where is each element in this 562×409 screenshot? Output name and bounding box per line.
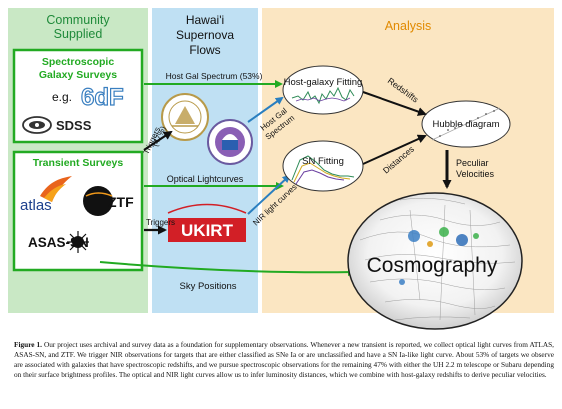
ztf-logo-text: ZTF: [108, 194, 134, 210]
6df-logo: 6dF: [80, 83, 124, 111]
subaru-telescope-logo: [207, 119, 253, 165]
community-title-line2: Supplied: [54, 27, 103, 41]
sky-positions-label: Sky Positions: [179, 281, 236, 292]
triggers-47-arrow: [143, 130, 173, 151]
distances-arrow: [362, 134, 427, 165]
asassn-logo: ASAS-SN: [28, 231, 89, 253]
hubble-label: Hubble diagram: [432, 119, 499, 130]
6df-logo-text: 6dF: [81, 84, 124, 111]
spectroscopic-title-line1: Spectroscopic: [42, 56, 115, 68]
caption-label: Figure 1.: [14, 340, 42, 349]
host-spectrum-curve: [291, 86, 355, 105]
hawaii-title-line3: Flows: [189, 43, 220, 57]
eg-label: e.g.: [52, 90, 72, 104]
peculiar-velocities-line2: Velocities: [456, 169, 495, 179]
optical-lightcurves-label: Optical Lightcurves: [167, 174, 244, 184]
sn-fitting-label: SN Fitting: [302, 156, 344, 167]
atlas-logo-text: atlas: [20, 197, 52, 214]
caption-text: Our project uses archival and survey dat…: [14, 340, 554, 379]
redshifts-arrow: [362, 91, 427, 116]
atlas-logo: atlas: [20, 176, 72, 214]
figure-caption: Figure 1. Our project uses archival and …: [14, 340, 554, 380]
ztf-logo: ZTF: [83, 186, 134, 216]
hubble-diagram-node: Hubble diagram: [421, 100, 511, 148]
cosmography-label: Cosmography: [367, 254, 498, 277]
sdss-logo: SDSS: [22, 116, 92, 134]
transient-title: Transient Surveys: [33, 157, 124, 169]
analysis-title: Analysis: [385, 19, 432, 33]
ukirt-logo-text: UKIRT: [181, 221, 234, 240]
sky-positions-arrow: [99, 261, 356, 277]
cosmography-node: Cosmography: [347, 192, 523, 330]
triggers-label: Triggers: [146, 218, 175, 227]
uh-seal-logo: [161, 93, 209, 141]
nir-light-curves-arrow: [247, 174, 291, 215]
host-galaxy-fitting-node: Host-galaxy Fitting: [282, 65, 364, 115]
hawaii-title-line1: Hawai'i: [186, 13, 224, 27]
structure-points: [399, 227, 479, 285]
host-gal-spectrum-53-label: Host Gal Spectrum (53%): [166, 71, 263, 81]
sn-fitting-node: SN Fitting: [282, 140, 364, 192]
hawaii-title-line2: Supernova: [176, 28, 234, 42]
spectroscopic-title-line2: Galaxy Surveys: [39, 69, 117, 81]
sdss-logo-text: SDSS: [56, 118, 92, 133]
host-gal-spectrum-arrow: [247, 96, 284, 123]
ukirt-logo: UKIRT: [167, 203, 247, 242]
community-title-line1: Community: [46, 13, 110, 27]
peculiar-velocities-line1: Peculiar: [456, 158, 489, 168]
host-fitting-label: Host-galaxy Fitting: [284, 77, 363, 88]
velocity-field-lines: [359, 197, 516, 321]
